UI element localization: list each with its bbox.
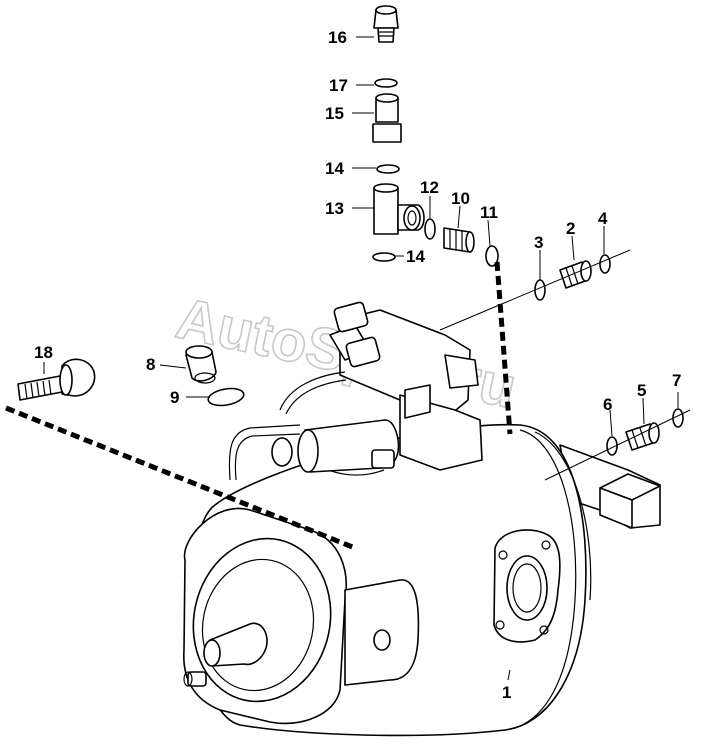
o-ring-4 — [599, 254, 611, 274]
callout-18: 18 — [34, 343, 53, 362]
callout-11: 11 — [480, 203, 498, 222]
callout-10: 10 — [451, 189, 470, 208]
o-ring-14-top — [376, 164, 400, 174]
union-10 — [443, 227, 475, 253]
o-ring-12 — [424, 218, 436, 240]
o-ring-11 — [485, 245, 499, 267]
valve-16 — [373, 5, 399, 43]
callout-15: 15 — [325, 104, 344, 123]
callout-1: 1 — [502, 683, 511, 702]
callout-3: 3 — [534, 233, 543, 252]
callout-labels: 1 2 3 4 5 6 7 8 9 10 11 12 13 14 14 15 1… — [34, 28, 681, 702]
callout-7: 7 — [672, 371, 681, 390]
tee-13 — [373, 183, 425, 235]
callout-14-bottom: 14 — [406, 247, 425, 266]
callout-16: 16 — [328, 28, 347, 47]
plug-8 — [185, 345, 217, 384]
callout-9: 9 — [170, 388, 179, 407]
o-ring-9 — [207, 387, 245, 407]
bolt-18 — [5, 358, 356, 551]
callout-17: 17 — [329, 76, 348, 95]
callout-6: 6 — [603, 395, 612, 414]
o-ring-14-bottom — [372, 252, 396, 262]
leader-lines — [43, 36, 679, 681]
pump-body — [183, 423, 661, 737]
callout-5: 5 — [637, 381, 646, 400]
callout-4: 4 — [598, 209, 608, 228]
o-ring-3 — [534, 279, 546, 301]
callout-14-top: 14 — [325, 159, 344, 178]
callout-12: 12 — [420, 178, 439, 197]
callout-2: 2 — [566, 219, 575, 238]
fitting-2 — [559, 260, 592, 289]
adapter-15 — [372, 93, 402, 143]
callout-8: 8 — [146, 355, 155, 374]
o-ring-17 — [374, 78, 398, 88]
callout-13: 13 — [325, 199, 344, 218]
control-valve — [228, 301, 483, 481]
o-ring-6 — [606, 436, 618, 456]
